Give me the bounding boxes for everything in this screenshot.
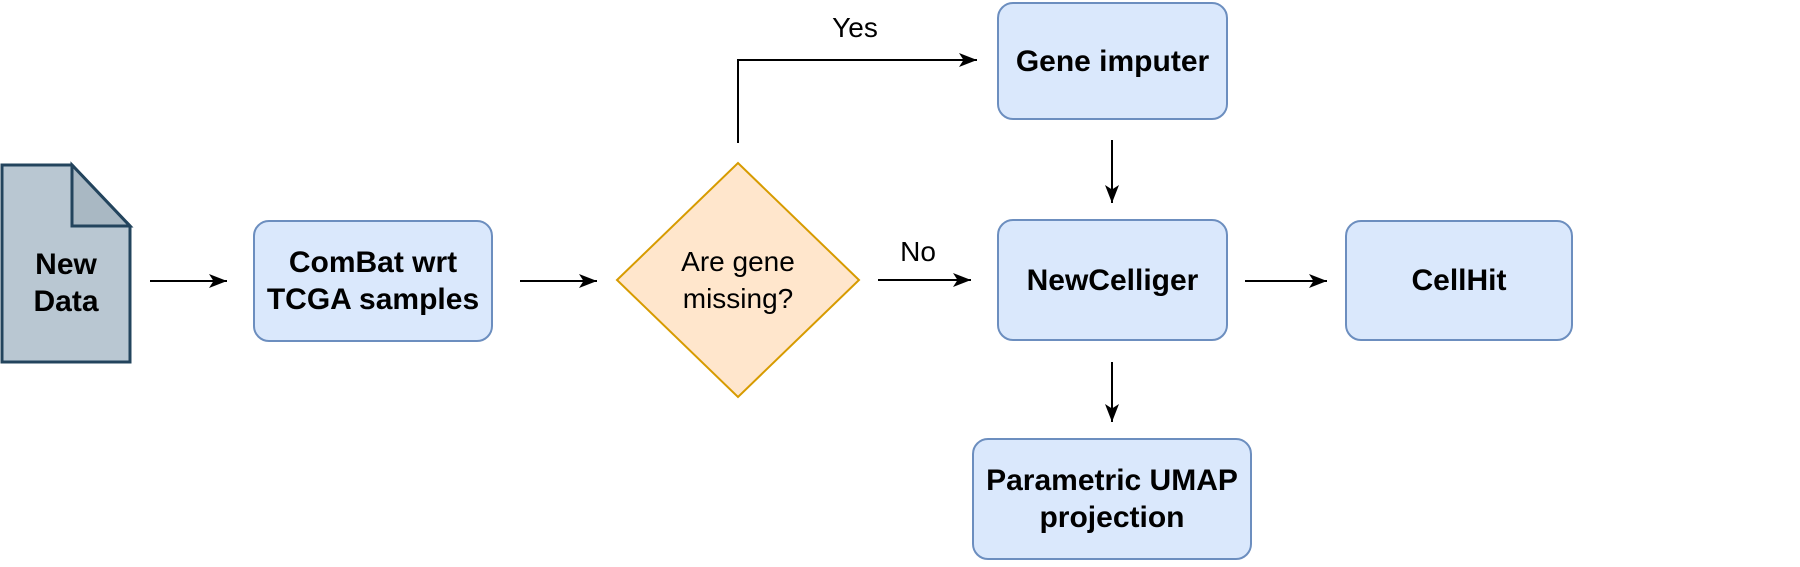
- label-line: NewCelliger: [1026, 263, 1199, 297]
- node-gene-imputer: Gene imputer: [997, 2, 1228, 120]
- arrow-yes-diamond-to-imputer: [737, 53, 977, 143]
- node-cellhit: CellHit: [1345, 220, 1573, 341]
- edge-label-yes: Yes: [832, 12, 878, 43]
- label-line: Gene imputer: [1015, 44, 1210, 78]
- label-line: TCGA samples: [266, 283, 480, 316]
- document-shape-new-data: [0, 161, 134, 364]
- decision-diamond-are-gene-missing: [615, 161, 861, 399]
- node-combat-wrt-tcga: ComBat wrt TCGA samples: [253, 220, 493, 342]
- node-newcelliger: NewCelliger: [997, 219, 1228, 341]
- node-parametric-umap-projection: Parametric UMAP projection: [972, 438, 1252, 560]
- label-line: CellHit: [1411, 264, 1507, 297]
- label-line: projection: [1039, 501, 1185, 534]
- document-fold-corner: [70, 161, 134, 228]
- edge-label-no: No: [900, 236, 936, 267]
- label-line: Parametric UMAP: [986, 464, 1238, 497]
- label-line: ComBat wrt: [288, 246, 458, 279]
